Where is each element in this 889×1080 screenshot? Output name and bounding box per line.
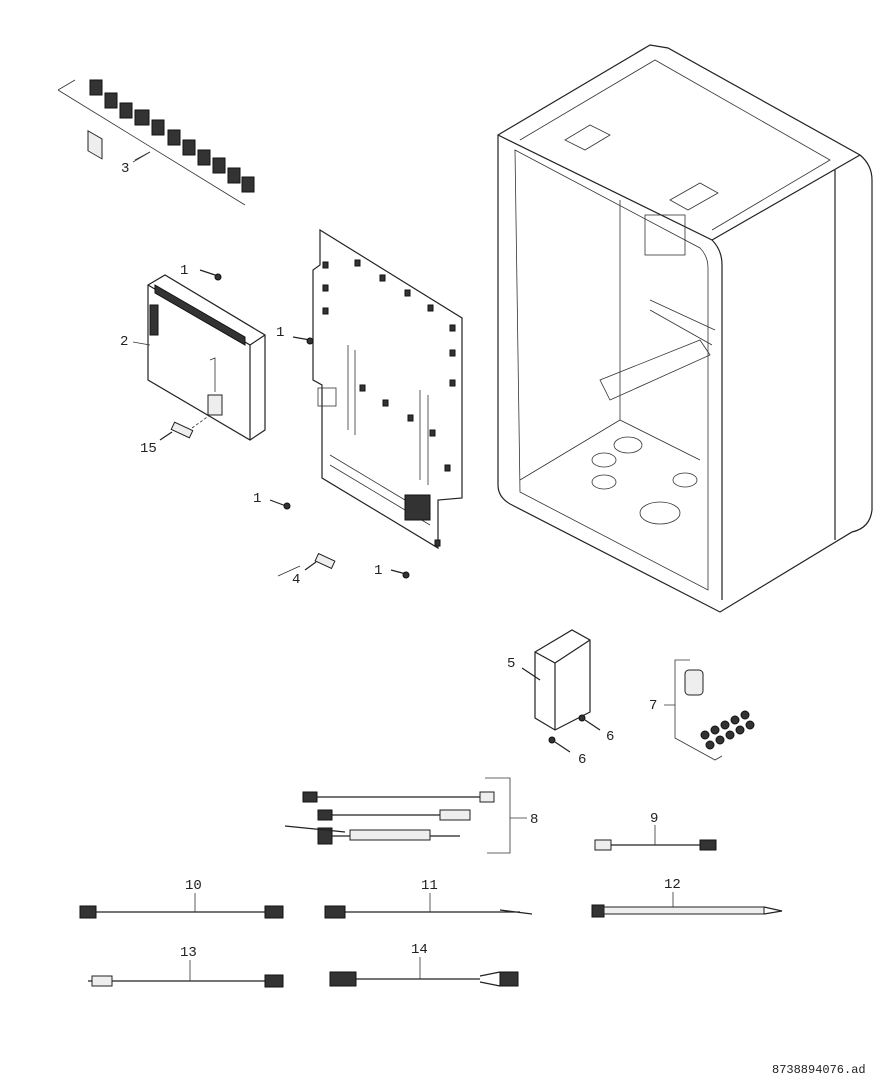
fuses xyxy=(159,414,336,571)
callout-6: 6 xyxy=(606,729,614,745)
cable-9 xyxy=(594,825,717,851)
cable-11 xyxy=(324,893,533,919)
callout-13: 13 xyxy=(180,945,197,961)
callout-7: 7 xyxy=(649,698,657,714)
callout-3: 3 xyxy=(121,161,129,177)
callout-2: 2 xyxy=(120,334,128,350)
cable-set xyxy=(284,777,527,854)
callout-5: 5 xyxy=(507,656,515,672)
callout-1: 1 xyxy=(374,563,382,579)
callout-11: 11 xyxy=(421,878,438,894)
control-module xyxy=(147,274,266,441)
cable-tie xyxy=(591,892,783,918)
enclosure-housing xyxy=(497,44,873,613)
callout-6: 6 xyxy=(578,752,586,768)
callout-15: 15 xyxy=(140,441,157,457)
callout-12: 12 xyxy=(664,877,681,893)
callout-1: 1 xyxy=(180,263,188,279)
callout-9: 9 xyxy=(650,811,658,827)
cable-10 xyxy=(79,893,284,919)
cable-glands xyxy=(664,659,755,761)
screws xyxy=(199,269,410,579)
callout-1: 1 xyxy=(253,491,261,507)
cable-13 xyxy=(88,960,284,988)
terminal-strip-set xyxy=(57,79,255,206)
callout-4: 4 xyxy=(292,572,300,588)
cable-14 xyxy=(329,957,519,987)
bracket-module xyxy=(521,629,601,753)
drawing-code: 8738894076.ad xyxy=(772,1063,866,1077)
callout-8: 8 xyxy=(530,812,538,828)
callout-1: 1 xyxy=(276,325,284,341)
callout-10: 10 xyxy=(185,878,202,894)
callout-14: 14 xyxy=(411,942,428,958)
mounting-plate xyxy=(312,228,463,550)
leader-lines xyxy=(132,151,301,577)
